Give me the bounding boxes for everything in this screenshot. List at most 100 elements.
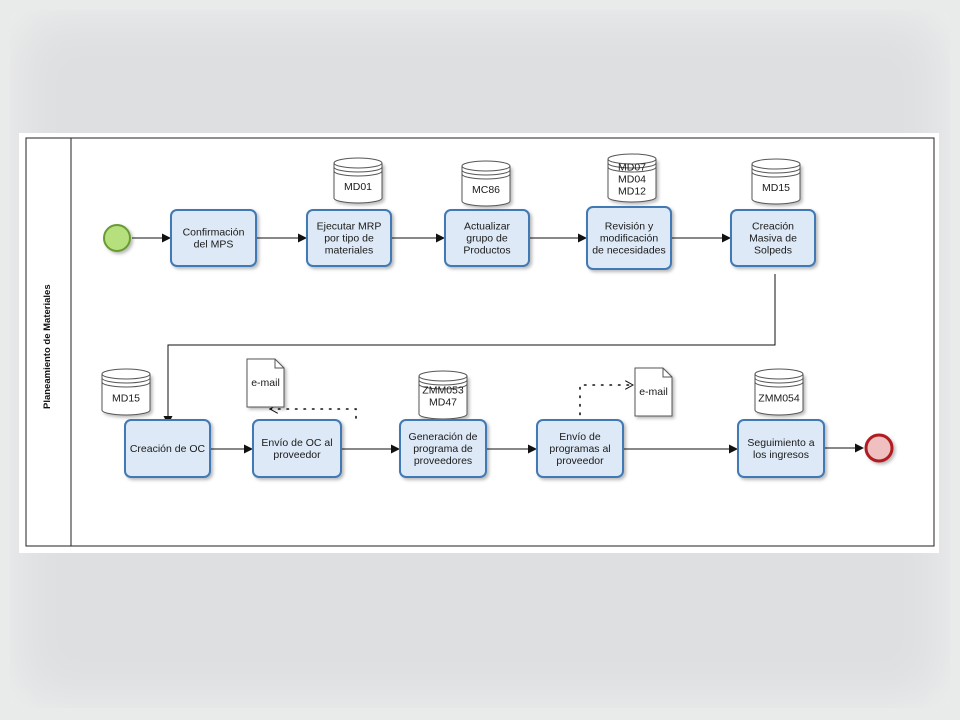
lane-title: Planeamiento de Materiales	[42, 284, 53, 409]
task-box	[170, 209, 257, 267]
data-store-d2: MC86	[461, 160, 511, 207]
data-store-top	[751, 158, 801, 170]
start-event	[103, 224, 131, 252]
data-store-band	[461, 169, 511, 176]
task-box	[444, 209, 530, 267]
document-fold	[274, 359, 284, 369]
end-event	[864, 433, 894, 463]
task-box	[399, 419, 487, 478]
data-store-d5: MD15	[101, 368, 151, 416]
task-label-line: proveedor	[273, 449, 321, 461]
task-label-line: materiales	[325, 245, 373, 257]
data-store-label-line: ZMM054	[758, 393, 800, 405]
pool-border	[25, 137, 935, 547]
task-label-line: modificación	[600, 233, 659, 245]
task-label-line: Revisión y	[605, 221, 654, 233]
task-label-line: Generación de	[409, 431, 478, 443]
data-store-top	[461, 160, 511, 172]
task-label-line: Envío de OC al	[261, 437, 332, 449]
documents: e-mail e-mail	[246, 358, 673, 417]
data-store-d1: MD01	[333, 157, 383, 204]
data-store-band	[418, 383, 468, 390]
data-store-body	[607, 159, 657, 203]
task-label-line: grupo de	[466, 233, 508, 245]
sequence-flows	[132, 233, 864, 454]
task-label-line: Creación	[752, 221, 794, 233]
data-store-band	[607, 162, 657, 169]
task-label-line: Envío de	[559, 431, 601, 443]
document-icon	[246, 358, 285, 408]
data-store-band	[101, 377, 151, 384]
data-store-top	[607, 153, 657, 165]
data-store-body	[754, 374, 804, 416]
association-t7-to-email	[270, 409, 357, 419]
data-store-top	[333, 157, 383, 169]
data-store-body	[418, 376, 468, 420]
task-label-line: del MPS	[194, 239, 234, 251]
data-store-d4: MD15	[751, 158, 801, 205]
task-label-line: proveedor	[556, 455, 604, 467]
data-store-band	[418, 379, 468, 386]
data-store-band	[333, 166, 383, 173]
task-box	[252, 419, 342, 478]
data-store-label-line: MC86	[472, 184, 500, 196]
task-label-line: Creación de OC	[130, 443, 206, 455]
task-label-line: programas al	[549, 443, 610, 455]
data-store-d7: ZMM054	[754, 368, 804, 416]
task-label-line: Seguimiento a	[747, 437, 814, 449]
task-label-line: programa de	[413, 443, 473, 455]
task-box	[536, 419, 624, 478]
data-store-label-line: MD15	[762, 182, 790, 194]
document-icon	[634, 367, 673, 417]
task-t6: Creación de OC	[124, 419, 211, 478]
document-fold	[662, 368, 672, 378]
data-store-band	[333, 170, 383, 177]
task-box	[737, 419, 825, 478]
association-t9-to-email	[579, 385, 633, 424]
task-label-line: Confirmación	[183, 227, 245, 239]
data-store-body	[101, 374, 151, 416]
data-store-band	[751, 171, 801, 178]
data-store-label-line: MD07	[618, 162, 646, 174]
data-store-band	[101, 381, 151, 388]
document-doc1: e-mail	[246, 358, 285, 408]
data-store-band	[751, 167, 801, 174]
task-label-line: los ingresos	[753, 449, 809, 461]
data-store-body	[461, 166, 511, 207]
task-label-line: Ejecutar MRP	[317, 221, 382, 233]
document-label: e-mail	[639, 386, 668, 398]
data-store-label-line: MD47	[429, 397, 457, 409]
task-box	[124, 419, 211, 478]
flow-t5-to-t6	[163, 274, 776, 425]
data-store-label-line: MD12	[618, 186, 646, 198]
task-label-line: de necesidades	[592, 245, 666, 257]
task-label-line: Masiva de	[749, 233, 797, 245]
document-doc2: e-mail	[634, 367, 673, 417]
data-store-body	[333, 163, 383, 204]
data-store-label-line: ZMM053	[422, 385, 464, 397]
data-store-top	[754, 368, 804, 380]
task-label-line: Productos	[463, 245, 510, 257]
data-store-label-line: MD04	[618, 174, 646, 186]
task-label-line: por tipo de	[324, 233, 374, 245]
data-store-top	[418, 370, 468, 382]
task-label-line: proveedores	[414, 455, 472, 467]
task-label-line: Solpeds	[754, 245, 792, 257]
data-store-body	[751, 164, 801, 205]
data-store-band	[754, 381, 804, 388]
